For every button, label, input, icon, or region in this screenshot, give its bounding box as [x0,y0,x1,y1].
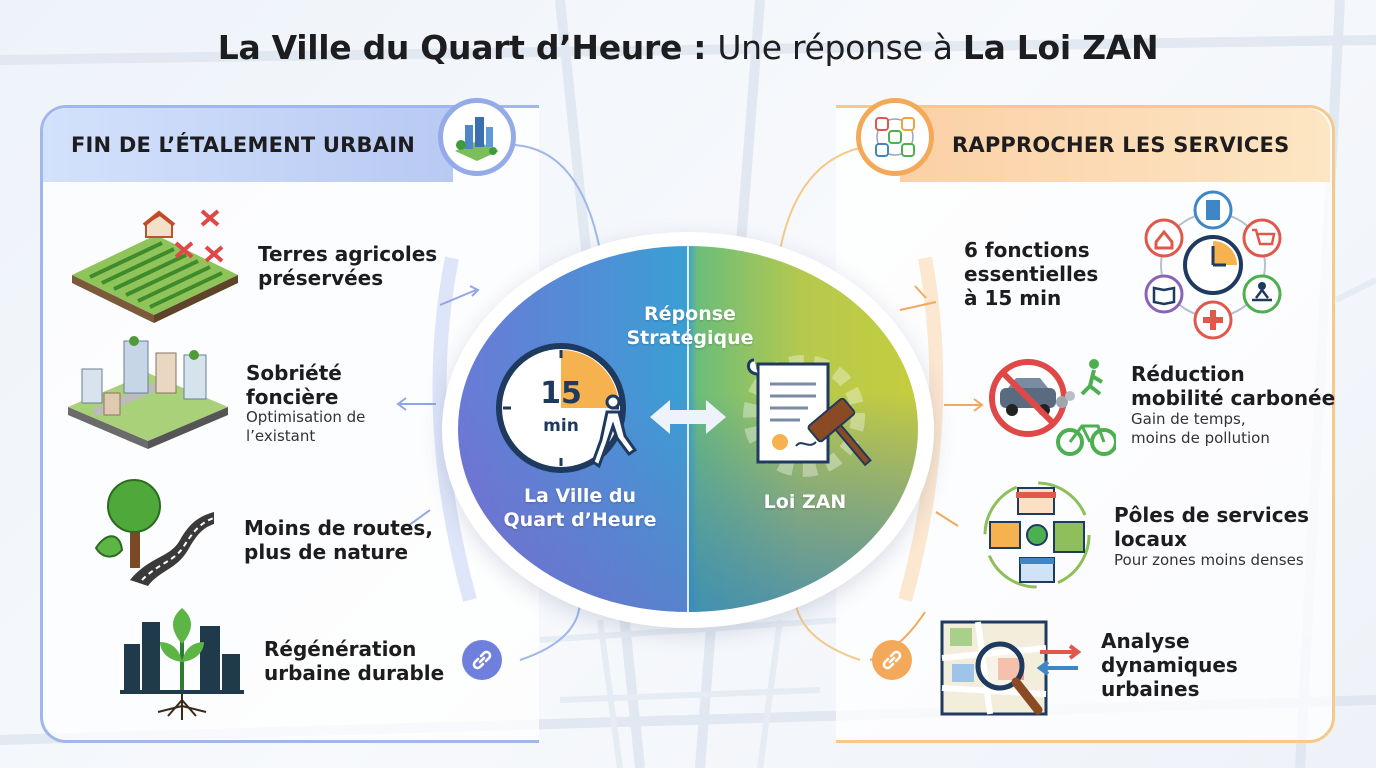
timer-unit: min [543,416,579,436]
left-header-label: FIN DE L’ÉTALEMENT URBAIN [71,133,416,157]
title-separator: : [682,28,718,67]
item-service-hubs-sub: Pour zones moins denses [1114,551,1304,569]
left-link-icon [462,640,502,680]
local-service-hubs-icon [983,481,1091,589]
urban-analysis-map-icon [940,620,1082,716]
item-land-sobriety-title: Sobriété foncière [246,361,342,409]
title-part-3: La Loi ZAN [962,28,1159,67]
title-part-2: Une réponse à [717,28,963,67]
item-mobility-title: Réduction mobilité carbonée [1131,362,1336,410]
center-divider [687,246,689,612]
right-link-icon [872,640,912,680]
ville-quart-heure-label: La Ville du Quart d’Heure [503,485,657,531]
item-service-hubs-title: Pôles de services locaux [1114,503,1310,551]
title-part-1: La Ville du Quart d’Heure [217,28,683,67]
item-urban-analysis-title: Analyse dynamiques urbaines [1101,629,1238,701]
six-functions-wheel-icon [1144,190,1282,340]
tree-road-icon [94,479,215,586]
timer-icon [496,343,638,473]
city-park-icon [438,98,516,176]
left-header: FIN DE L’ÉTALEMENT URBAIN [43,108,453,182]
item-mobility-sub: Gain de temps, moins de pollution [1131,410,1270,447]
loi-zan-label: Loi ZAN [763,491,847,513]
item-fewer-roads-title: Moins de routes, plus de nature [244,516,433,564]
low-carbon-mobility-icon [989,359,1116,456]
farmland-icon [72,209,238,323]
item-land-sobriety-sub: Optimisation de l’existant [246,408,366,445]
right-header: RAPPROCHER LES SERVICES [900,108,1330,182]
strategic-response-label: Réponse Stratégique [626,303,754,349]
double-arrow-icon [650,400,726,434]
timer-number: 15 [540,376,582,411]
item-farmland-title: Terres agricoles préservées [258,242,438,290]
item-six-functions-title: 6 fonctions essentielles à 15 min [964,238,1099,310]
law-gavel-icon [743,355,872,477]
right-header-label: RAPPROCHER LES SERVICES [952,133,1290,157]
services-hub-icon [856,98,934,176]
urban-regeneration-icon [120,608,244,720]
page-title: La Ville du Quart d’Heure : Une réponse … [0,28,1376,67]
item-regeneration-title: Régénération urbaine durable [264,637,445,685]
dense-city-icon [68,336,228,449]
